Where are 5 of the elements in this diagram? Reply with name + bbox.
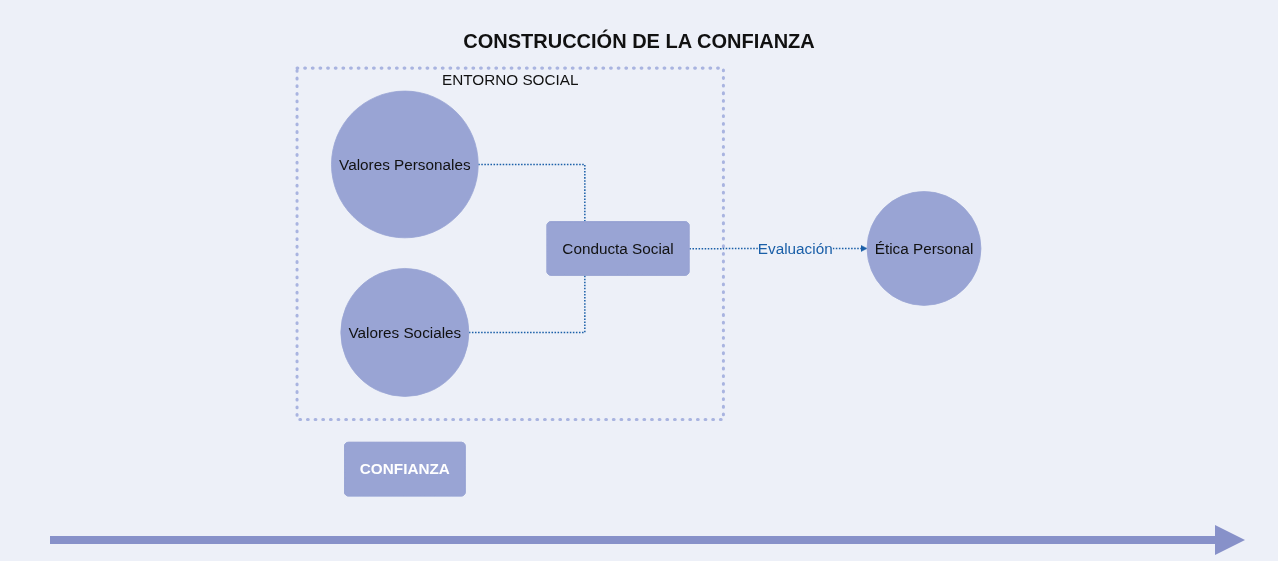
node-circle: Valores Sociales	[340, 268, 470, 397]
diagram-title: CONSTRUCCIÓN DE LA CONFIANZA	[462, 30, 816, 53]
node-circle: Ética Personal	[866, 191, 982, 306]
edge-label: Evaluación	[757, 240, 833, 257]
node-circle: Valores Personales	[331, 90, 479, 239]
